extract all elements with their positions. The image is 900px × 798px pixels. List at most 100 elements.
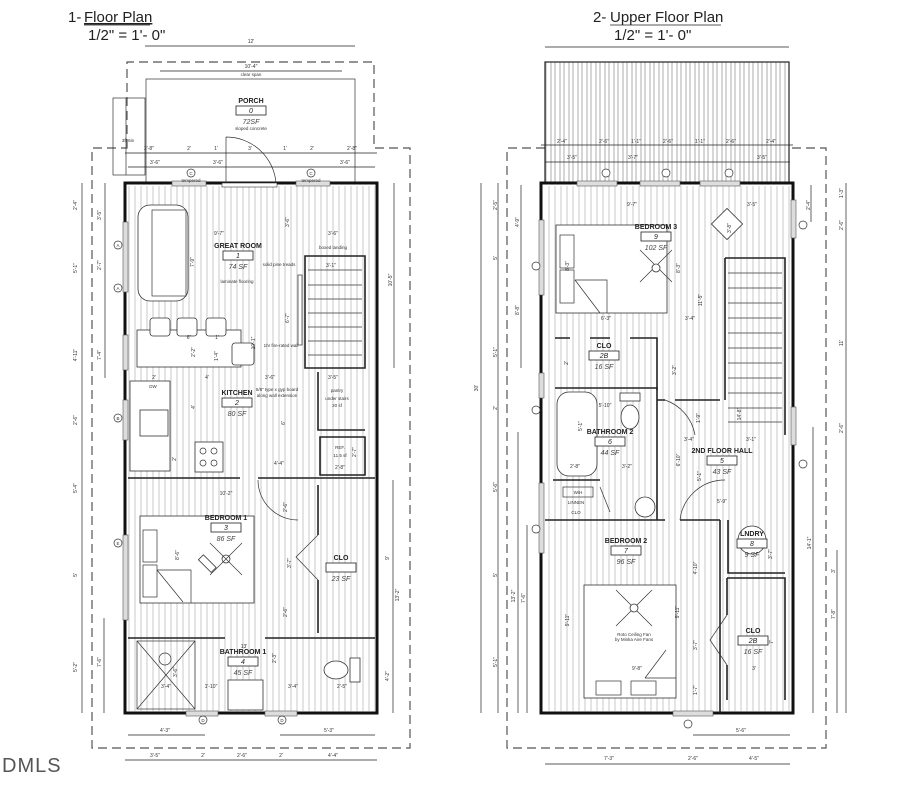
plan1-dimension-label: 1': [215, 335, 219, 341]
window-tag: [113, 413, 123, 423]
dimension-labels: 12'10'-4"2'-8"2'1'3'1'2'2'-8"3'-6"3'-6"3…: [73, 39, 845, 762]
note-linnen-clo: CLO: [571, 510, 581, 515]
room-name: CLO: [334, 555, 349, 562]
plan2-dimension-label: 2'-6": [599, 139, 609, 145]
room-area: 74 SF: [229, 264, 248, 271]
plan1-dimension-label: 2'-6": [283, 502, 289, 512]
room-number: 7: [624, 548, 629, 555]
plan1-dimension-label: 1': [214, 146, 218, 152]
room-area: 23 SF: [331, 576, 351, 583]
plan1-dimension-label: 13': [241, 644, 248, 650]
plan1-dimension-label: 2'-7": [97, 260, 103, 270]
plan2-dimension-label: 2'-6": [726, 139, 736, 145]
plan1-dimension-label: 7'-4": [97, 350, 103, 360]
plan2-dimension-label: 7'-6": [521, 593, 527, 603]
porch-slab: [145, 78, 356, 184]
plan1-dimension-label: 2': [172, 457, 178, 461]
room-number-box: [737, 635, 769, 646]
plan1-dimension-label: 6': [281, 421, 287, 425]
note-tempered: tempered: [181, 178, 201, 183]
plan1-dimension-label: 2': [187, 146, 191, 152]
note-gyp-board-2: along wall extension: [257, 393, 298, 398]
plan1-dimension-label: 2'-8": [144, 146, 154, 152]
plan2-dimension-label: 3'-2": [622, 464, 632, 470]
plan1-dimension-label: 7'-9": [190, 257, 196, 267]
plan2-drawing: [506, 46, 827, 749]
plan1-dimension-label: 2': [310, 146, 314, 152]
plan2-dimension-label: 2'-5": [493, 200, 499, 210]
plan1-dimension-label: 10'-2": [220, 491, 233, 497]
plan2-dimension-label: 1'-3": [839, 188, 845, 198]
plan2-dimension-label: 5'-1": [697, 471, 703, 481]
plan2-title-prefix: 2-: [593, 9, 606, 26]
plan2-scale: 1/2" = 1'- 0": [614, 27, 691, 44]
room-name: BEDROOM 1: [205, 515, 248, 522]
plan2-dimension-label: 8'-8": [515, 305, 521, 315]
sink-2: [634, 496, 656, 518]
room-area: 44 SF: [601, 450, 620, 457]
room-number: 1: [236, 253, 240, 260]
plan2-dimension-label: 9'-8": [632, 666, 642, 672]
water-heater: [562, 486, 594, 498]
plan1-dimension-label: 9'-7": [214, 231, 224, 237]
room-name: GREAT ROOM: [214, 243, 262, 250]
room-area: 102 SF: [645, 245, 668, 252]
plan1-dimension-label: 2'-8": [347, 146, 357, 152]
range: [194, 441, 224, 473]
note-ref: REF.: [335, 445, 345, 450]
room-area: 16 SF: [595, 364, 614, 371]
room-area: 80 SF: [228, 411, 247, 418]
room-number: 2: [234, 400, 239, 407]
plan2-dimension-label: 3'-5": [567, 155, 577, 161]
plan1-dimension-label: 9': [385, 556, 391, 560]
plan2-dimension-label: 3'-4": [685, 316, 695, 322]
window-tag-letter: C: [309, 171, 313, 176]
plan1-dimension-label: 5'-2": [73, 662, 79, 672]
plan2-dimension-label: 3'-7": [693, 640, 699, 650]
plan1-dimension-label: 1': [283, 146, 287, 152]
note-tempered: tempered: [301, 178, 321, 183]
window-tag: [113, 538, 123, 548]
sink: [139, 409, 169, 437]
room-name: CLO: [746, 628, 761, 635]
plan1-dimension-label: 10'-5": [388, 273, 394, 286]
plan1-dimension-label: 3'-6": [340, 160, 350, 166]
plan1-dimension-label: 2': [152, 375, 156, 381]
plan2-dimension-label: 11': [839, 340, 845, 346]
plan1-dimension-label: 5'-3": [324, 728, 334, 734]
room-name: BEDROOM 2: [605, 538, 648, 545]
plan2-dimension-label: 3'-7": [628, 155, 638, 161]
flooring-note: laminate flooring: [220, 279, 254, 284]
room-number-box: [227, 656, 259, 667]
note-step: 3ft 6in: [122, 138, 135, 143]
plan1-dimension-label: 3'-4": [161, 684, 171, 690]
porch-step: [112, 97, 146, 176]
mls-logo: DMLS: [2, 755, 62, 777]
window-tag-letter: E: [116, 541, 119, 546]
plan1-dimension-label: 3'-6": [285, 217, 291, 227]
plan2-dimension-label: 1'-9": [696, 413, 702, 423]
plan2-dimension-label: 9'-11": [675, 606, 681, 619]
plan2-dimension-label: 7'-3": [604, 756, 614, 762]
room-number: 6: [608, 439, 612, 446]
sofa: [137, 204, 189, 302]
plan2-dimension-label: 9'-11": [565, 614, 571, 627]
room-number: 4: [241, 659, 245, 666]
room-area: 86 SF: [217, 536, 236, 543]
plan2-dimension-label: 2'-4": [557, 139, 567, 145]
roof-deck: [544, 61, 790, 184]
plan2-dimension-label: 1'-1": [695, 139, 705, 145]
plan1-scale: 1/2" = 1'- 0": [88, 27, 165, 44]
window-tag: [661, 168, 671, 178]
plan1-dimension-label: 3'-6": [265, 375, 275, 381]
plan1-title: 1- Floor Plan 1/2" = 1'- 0": [68, 9, 165, 44]
plan1-dimension-label: 4': [191, 405, 197, 409]
